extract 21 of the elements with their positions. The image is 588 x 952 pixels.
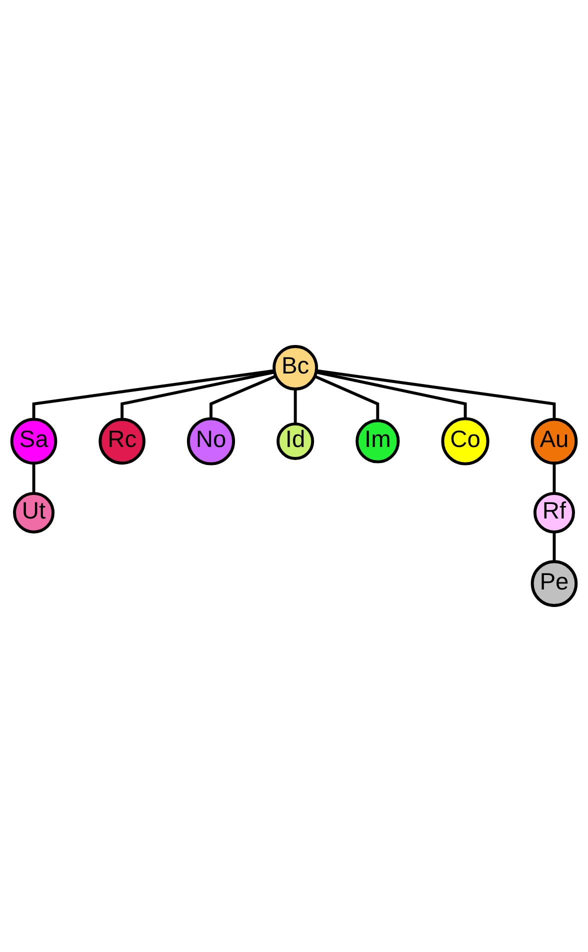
connector [32, 463, 36, 494]
node-circle: Co [441, 417, 490, 466]
node-circle: Im [356, 419, 400, 464]
connector [552, 532, 556, 562]
node-circle: Rc [98, 418, 146, 465]
connector [552, 463, 556, 494]
node-circle: Ut [13, 492, 55, 534]
node-circle: Rf [533, 492, 575, 534]
connector [316, 369, 556, 420]
node-circle: Bc [272, 345, 318, 391]
node-circle: Au [530, 418, 578, 465]
connector [314, 374, 380, 421]
connector [210, 374, 276, 419]
connector [294, 389, 297, 424]
node-circle: Sa [10, 418, 58, 465]
connector [316, 370, 467, 419]
connector [32, 369, 274, 420]
node-circle: Pe [530, 560, 578, 607]
node-circle: Id [276, 422, 314, 460]
node-circle: No [186, 417, 236, 466]
connector [120, 370, 275, 420]
